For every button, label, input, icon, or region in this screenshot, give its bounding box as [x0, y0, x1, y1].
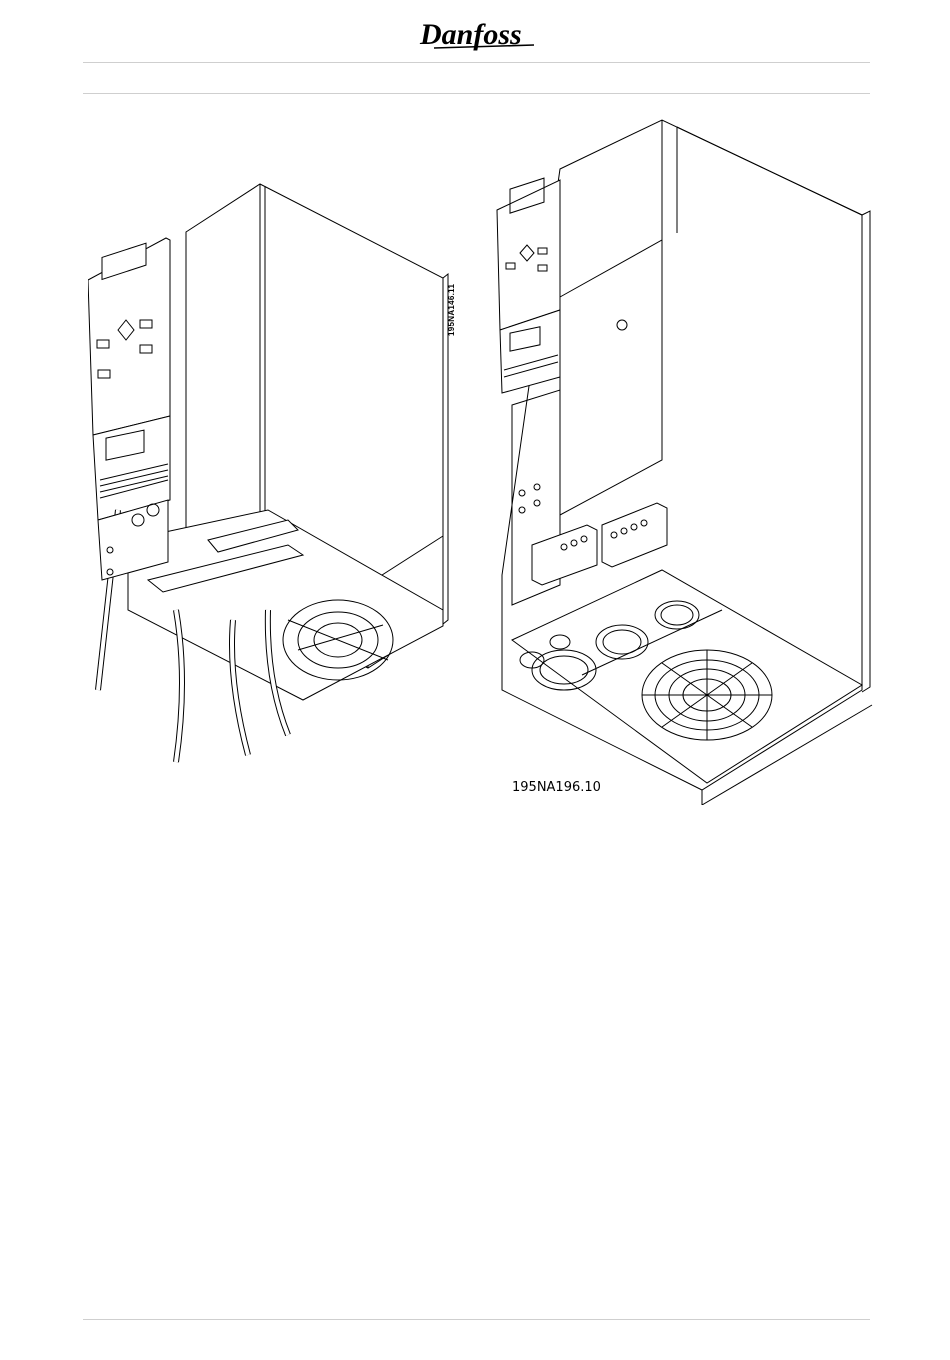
brand-logo: Danfoss: [414, 10, 542, 56]
footer-rule: [83, 1319, 870, 1320]
drive-illustration-right: [492, 115, 877, 805]
header-rule-bottom: [83, 93, 870, 94]
figure-code-left: 195NA146.11: [447, 276, 459, 336]
figure-code-right: 195NA196.10: [512, 780, 601, 795]
header-rule-top: [83, 62, 870, 63]
drive-illustration-left: [88, 180, 478, 770]
